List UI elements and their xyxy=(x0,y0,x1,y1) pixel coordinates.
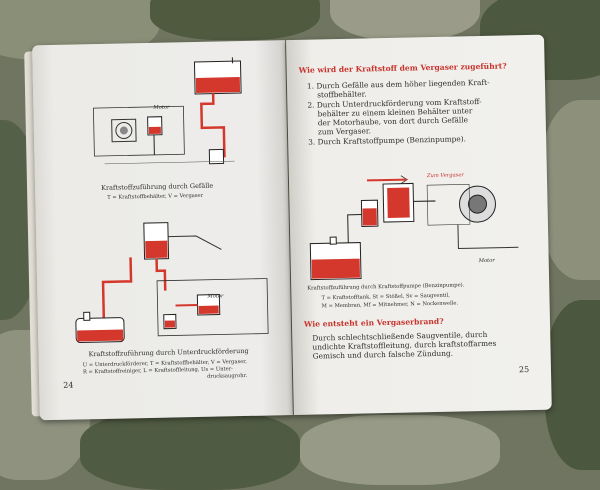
open-booklet: Motor Kraftstoffzuführung durch Gefälle … xyxy=(20,34,563,425)
fuel-pump-diagram xyxy=(306,147,534,287)
heading-fuel-supply: Wie wird der Kraftstoff dem Vergaser zug… xyxy=(299,61,507,74)
left-page: Motor Kraftstoffzuführung durch Gefälle … xyxy=(32,40,293,420)
fig1-legend: T = Kraftstoffbehälter, V = Vergaser xyxy=(107,193,203,202)
motor-label: Motor xyxy=(153,105,169,112)
list-item-2-cont: der Motorhaube, von dort durch Gefälle xyxy=(318,115,468,127)
list-item-2-cont: zum Vergaser. xyxy=(318,126,371,136)
list-item-1: 1. Durch Gefälle aus dem höher liegenden… xyxy=(307,78,490,91)
motor-label: Motor xyxy=(479,258,495,265)
gravity-feed-diagram xyxy=(82,57,254,181)
to-carburetor-label: Zum Vergaser xyxy=(427,172,464,179)
fig2-legend-line3: drucksaugrohr. xyxy=(207,373,247,380)
list-item-3: 3. Durch Kraftstoffpumpe (Benzinpumpe). xyxy=(308,134,466,146)
fig3-legend-line2: M = Membran, Mf = Mitnehmer, N = Nockenw… xyxy=(322,301,459,310)
motor-label: Motor xyxy=(207,293,223,300)
list-item-1-cont: stoffbehälter. xyxy=(317,89,367,99)
paragraph-line: Gemisch und durch falsche Zündung. xyxy=(313,349,454,361)
right-page: Wie wird der Kraftstoff dem Vergaser zug… xyxy=(286,35,552,415)
fig2-caption: Kraftstoffzuführung durch Unterdruckförd… xyxy=(88,347,248,358)
heading-carburetor-fire: Wie entsteht ein Vergaserbrand? xyxy=(304,317,444,329)
page-number: 25 xyxy=(519,365,529,374)
page-number: 24 xyxy=(63,381,73,390)
fig1-caption: Kraftstoffzuführung durch Gefälle xyxy=(101,182,213,192)
vacuum-feed-diagram xyxy=(46,208,279,348)
